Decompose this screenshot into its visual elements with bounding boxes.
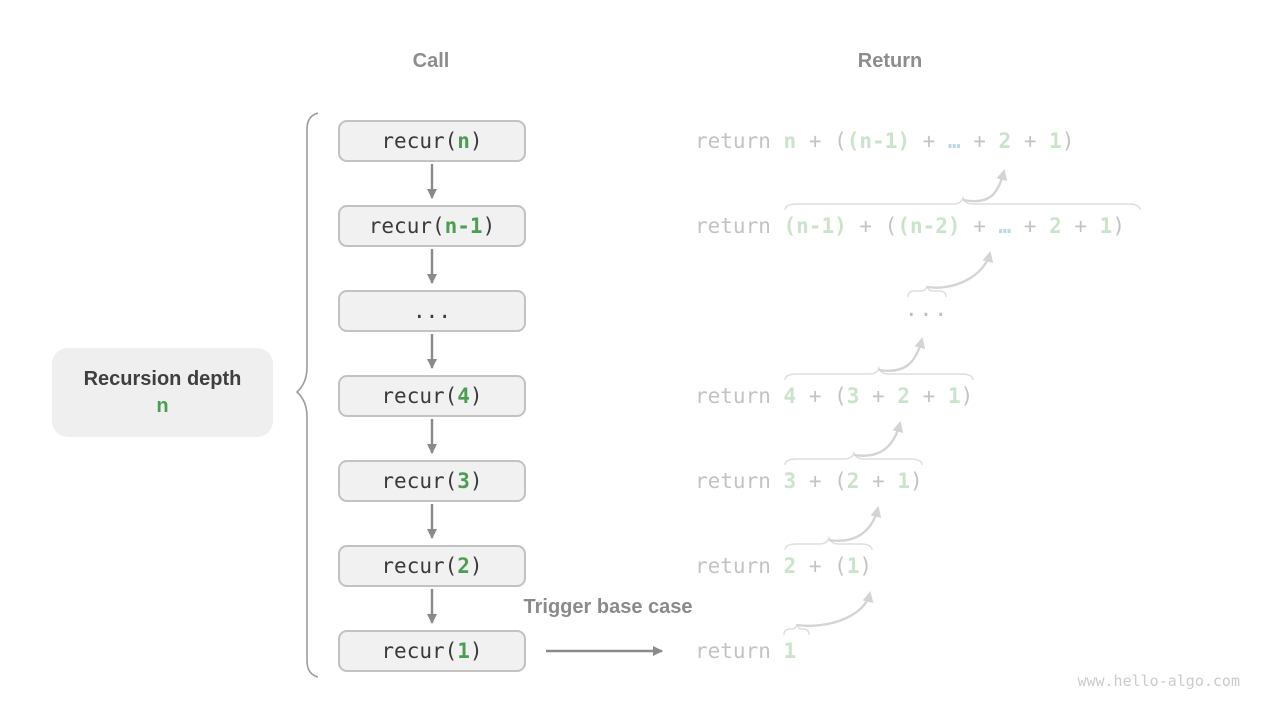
call-box-label: ) xyxy=(469,129,483,153)
code-segment: 2 xyxy=(846,469,860,493)
code-segment: return xyxy=(695,129,784,153)
call-argument: 4 xyxy=(457,384,470,408)
code-segment: ) xyxy=(1061,129,1075,153)
code-segment: + xyxy=(910,384,948,408)
code-segment: 2 xyxy=(897,384,910,408)
call-argument: n xyxy=(457,129,470,153)
code-segment: 4 xyxy=(783,384,797,408)
watermark: www.hello-algo.com xyxy=(1077,672,1240,690)
code-segment: ) xyxy=(859,554,873,578)
code-segment: ) xyxy=(910,469,923,493)
code-segment: + xyxy=(796,129,835,153)
call-box: recur(2) xyxy=(338,545,526,587)
call-column-header: Call xyxy=(412,50,450,72)
return-flow-arrow xyxy=(796,591,874,627)
return-line: return (n-1) + ((n-2) + … + 2 + 1) xyxy=(695,211,1125,241)
code-segment: … xyxy=(998,214,1012,238)
code-segment: + xyxy=(1011,129,1050,153)
call-box: recur(3) xyxy=(338,460,526,502)
return-flow-arrow xyxy=(853,421,904,457)
return-flow-arrow xyxy=(828,506,882,542)
code-segment: ( xyxy=(834,129,847,153)
call-box: recur(n) xyxy=(338,120,526,162)
code-segment: + xyxy=(859,384,898,408)
code-segment: 3 xyxy=(846,384,860,408)
call-argument: 3 xyxy=(457,469,470,493)
code-segment: 1 xyxy=(783,639,797,663)
call-box-label: recur( xyxy=(381,554,458,578)
call-box-label: ) xyxy=(469,469,483,493)
call-box-label: ) xyxy=(469,639,483,663)
code-segment: return xyxy=(695,554,784,578)
code-segment: + xyxy=(1011,214,1050,238)
code-segment: … xyxy=(947,129,961,153)
code-segment: (n-1) xyxy=(846,129,910,153)
return-flow-arrow xyxy=(926,251,994,289)
code-segment: n xyxy=(783,129,797,153)
call-box-label: ) xyxy=(469,554,483,578)
code-segment: ) xyxy=(1112,214,1125,238)
code-segment: + xyxy=(909,129,948,153)
return-overbrace xyxy=(784,195,1141,211)
return-overbrace xyxy=(784,535,873,551)
trigger-base-case-label: Trigger base case xyxy=(523,596,693,618)
return-line: return 2 + (1) xyxy=(695,551,872,581)
return-overbrace xyxy=(784,450,923,466)
recursion-depth-box: Recursion depth n xyxy=(52,348,273,437)
code-segment: return xyxy=(695,214,784,238)
recursion-depth-value: n xyxy=(156,394,169,417)
code-segment: 1 xyxy=(1099,214,1113,238)
code-segment: 1 xyxy=(1049,129,1062,153)
code-segment: 2 xyxy=(1049,214,1062,238)
call-box: recur(4) xyxy=(338,375,526,417)
code-segment: 3 xyxy=(783,469,797,493)
return-overbrace xyxy=(783,623,810,636)
call-box-label: recur( xyxy=(381,129,458,153)
return-line: return 1 xyxy=(695,636,796,666)
return-line: return n + ((n-1) + … + 2 + 1) xyxy=(695,126,1074,156)
code-segment: + xyxy=(859,469,898,493)
return-flow-arrow xyxy=(878,337,926,372)
call-box-label: ... xyxy=(413,299,451,323)
call-box: recur(1) xyxy=(338,630,526,672)
code-segment: + ( xyxy=(796,554,847,578)
call-box-label: recur( xyxy=(381,469,458,493)
call-box: recur(n-1) xyxy=(338,205,526,247)
code-segment: + ( xyxy=(796,384,847,408)
code-segment: 2 xyxy=(783,554,797,578)
code-segment: ( xyxy=(884,214,898,238)
code-segment: + ( xyxy=(796,469,847,493)
call-box-label: recur( xyxy=(381,639,458,663)
code-segment: + xyxy=(960,214,999,238)
call-box-label: recur( xyxy=(381,384,458,408)
recursion-depth-title: Recursion depth xyxy=(83,367,242,390)
recursion-depth-brace xyxy=(295,112,319,678)
call-box-label: ) xyxy=(469,384,483,408)
call-box-label: ) xyxy=(482,214,496,238)
code-segment: return xyxy=(695,639,784,663)
call-box: ... xyxy=(338,290,526,332)
code-segment: + xyxy=(846,214,885,238)
code-segment: + xyxy=(1061,214,1100,238)
return-line: return 4 + (3 + 2 + 1) xyxy=(695,381,973,411)
call-argument: n-1 xyxy=(444,214,483,238)
code-segment: + xyxy=(960,129,999,153)
code-segment: 1 xyxy=(897,469,910,493)
call-box-label: recur( xyxy=(368,214,445,238)
code-segment: 1 xyxy=(947,384,961,408)
code-segment: ) xyxy=(960,384,974,408)
call-argument: 1 xyxy=(457,639,470,663)
call-argument: 2 xyxy=(457,554,470,578)
code-segment: return xyxy=(695,469,784,493)
return-overbrace xyxy=(784,365,974,381)
code-segment: 2 xyxy=(998,129,1012,153)
return-line: return 3 + (2 + 1) xyxy=(695,466,923,496)
return-flow-arrow xyxy=(962,169,1008,203)
return-column-header: Return xyxy=(857,50,923,72)
code-segment: return xyxy=(695,384,784,408)
code-segment: (n-1) xyxy=(783,214,847,238)
code-segment: 1 xyxy=(846,554,860,578)
return-ellipsis: ... xyxy=(905,297,949,321)
code-segment: (n-2) xyxy=(897,214,961,238)
